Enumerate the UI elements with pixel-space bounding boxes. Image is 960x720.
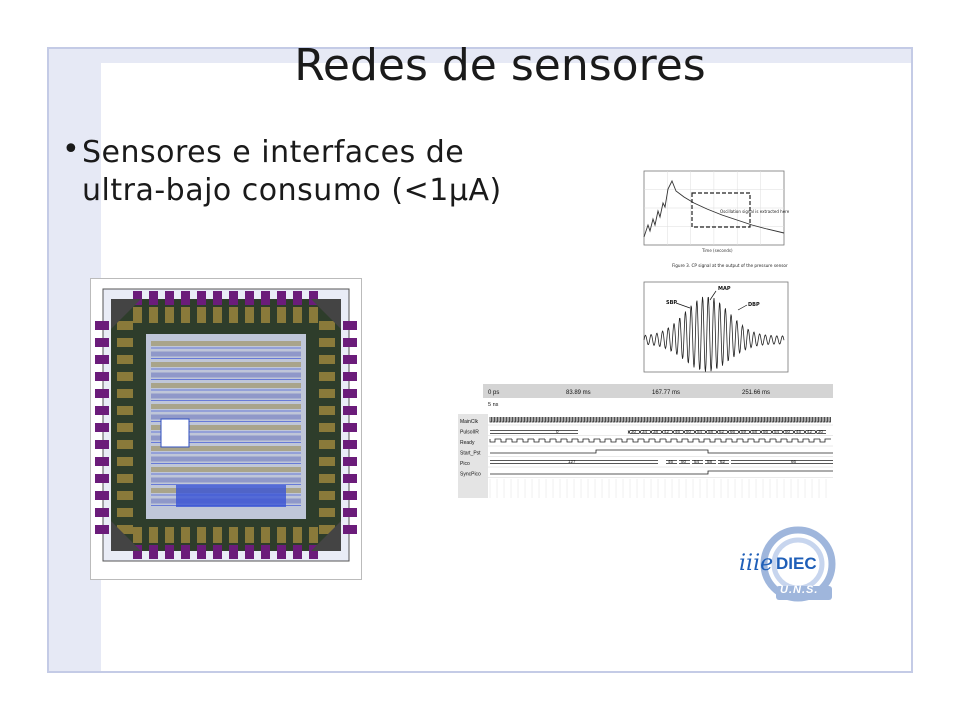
pulsoiir-value: 58 xyxy=(752,429,758,434)
pulsoiir-value: 42 xyxy=(807,429,813,434)
logo-name: DIEC xyxy=(776,554,817,573)
pulsoiir-value: 62 xyxy=(719,429,725,434)
pulsoiir-value: 66 xyxy=(730,429,736,434)
timing-signal-pico: Pico xyxy=(460,461,470,467)
pulsoiir-value: 34 xyxy=(642,429,648,434)
pico-value: 127 xyxy=(568,459,576,464)
pulsoiir-value: 54 xyxy=(697,429,703,434)
pulsoiir-value: 58 xyxy=(708,429,714,434)
bp-label-dbp: DBP xyxy=(748,302,760,308)
pressure-annotation: Oscillation signal is extracted here xyxy=(720,209,790,214)
timing-signal-ready: Ready xyxy=(460,440,475,446)
pulsoiir-value: 46 xyxy=(675,429,681,434)
pulsoiir-value: 54 xyxy=(774,429,780,434)
timing-cursor: 5 ns xyxy=(488,402,499,408)
bullet-text-line2: ultra-bajo consumo (<1µA) xyxy=(82,173,502,208)
logo-subtitle: U.N.S. xyxy=(780,584,819,596)
timing-marker-2: 167.77 ms xyxy=(652,390,680,396)
iiie-diec-logo: iiie DIEC U.N.S. xyxy=(736,522,836,608)
pulsoiir-value: 50 xyxy=(785,429,791,434)
pico-value: 58 xyxy=(707,459,713,464)
logo-circle-graphic xyxy=(760,526,836,602)
timing-signal-pulsoiir: PulsoIIR xyxy=(460,430,479,436)
pulsoiir-value: 45 xyxy=(796,429,802,434)
timing-marker-0: 0 ps xyxy=(488,390,499,396)
bullet-dot: • xyxy=(62,132,80,167)
slide-title: Redes de sensores xyxy=(294,40,706,91)
pulsoiir-value: 50 xyxy=(686,429,692,434)
timing-signal-syncpico: SyncPico xyxy=(460,472,481,478)
pressure-signal-graph: Oscillation signal is extracted here Tim… xyxy=(632,167,790,272)
pico-value: 62 xyxy=(720,459,726,464)
timing-signal-mainclk: MainClk xyxy=(460,419,479,425)
pulsoiir-value: 56 xyxy=(763,429,769,434)
pico-value: 46 xyxy=(668,459,674,464)
pulsoiir-value: 0 xyxy=(556,429,559,434)
pico-value: 54 xyxy=(694,459,700,464)
pressure-xlabel: Time (seconds) xyxy=(701,248,733,253)
chip-layout-graphic xyxy=(95,288,357,562)
timing-diagram: 0 ps 83.89 ms 167.77 ms 251.66 ms 5 ns M… xyxy=(408,384,861,498)
bullet-text-line1: Sensores e interfaces de xyxy=(82,135,465,170)
timing-marker-3: 251.66 ms xyxy=(742,390,770,396)
pressure-caption: Figure 3. CP signal at the output of the… xyxy=(672,263,788,268)
pulsoiir-value: 30 xyxy=(818,429,824,434)
pulsoiir-value: 30 xyxy=(631,429,637,434)
pulsoiir-value: 42 xyxy=(664,429,670,434)
pulsoiir-value: 38 xyxy=(653,429,659,434)
bullet-item: • Sensores e interfaces de ultra-bajo co… xyxy=(62,132,562,210)
bp-label-sbp: SBP xyxy=(666,300,677,306)
pico-value: 66 xyxy=(791,459,797,464)
bp-oscillation-plot: MAP SBP DBP xyxy=(643,281,789,373)
pico-value: 50 xyxy=(681,459,687,464)
pressure-signal-plot: Oscillation signal is extracted here Tim… xyxy=(643,170,790,268)
timing-signal-start_pst: Start_Pst xyxy=(460,451,481,457)
chip-layout-image xyxy=(90,278,362,580)
bp-label-map: MAP xyxy=(718,286,731,292)
logo-prefix: iiie xyxy=(739,551,774,576)
pulsoiir-value: 59 xyxy=(741,429,747,434)
timing-diagram-graphic: 0 ps 83.89 ms 167.77 ms 251.66 ms 5 ns M… xyxy=(408,384,861,498)
slide-top-band xyxy=(49,49,911,63)
bp-oscillation-graph: MAP SBP DBP xyxy=(630,278,792,380)
timing-marker-1: 83.89 ms xyxy=(566,390,591,396)
